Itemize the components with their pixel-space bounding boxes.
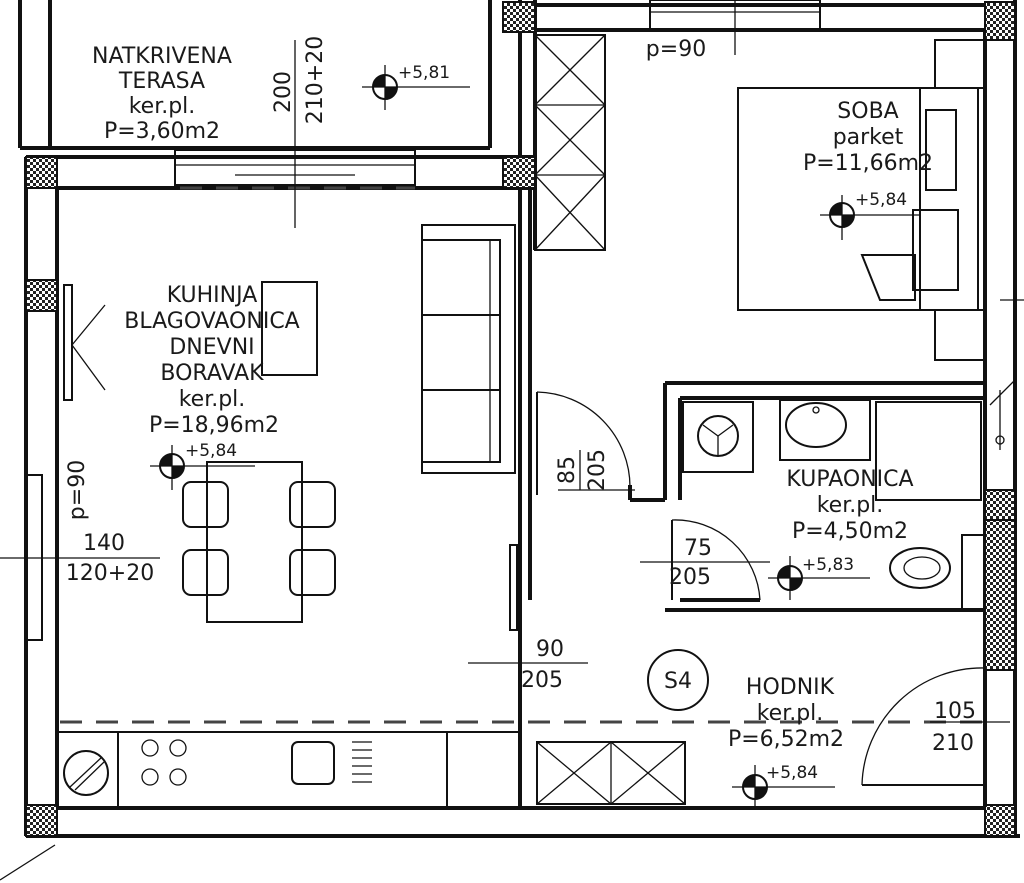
door-soba-height: 205 xyxy=(585,449,610,491)
hodnik-name: HODNIK xyxy=(746,675,835,700)
door-bath xyxy=(671,519,761,601)
level-markers xyxy=(150,65,920,808)
terasa-name-1: NATKRIVENA xyxy=(92,44,232,69)
terasa-area: P=3,60m2 xyxy=(104,119,220,144)
left-small-window xyxy=(63,284,106,401)
hodnik-area: P=6,52m2 xyxy=(728,727,844,752)
dining-table xyxy=(182,461,336,623)
hall-wardrobe xyxy=(536,741,686,805)
kupaonica-area: P=4,50m2 xyxy=(792,519,908,544)
kuhinja-name-3: DNEVNI xyxy=(169,335,254,360)
unit-tag-circle xyxy=(647,649,709,711)
entry-door xyxy=(861,667,1010,786)
soba-floor: parket xyxy=(833,125,904,150)
terrace-door-window xyxy=(174,40,416,228)
kupaonica-level: +5,83 xyxy=(802,555,854,575)
kuhinja-name-4: BORAVAK xyxy=(160,361,264,386)
terasa-name-2: TERASA xyxy=(118,69,205,94)
door-bath-height: 205 xyxy=(669,565,711,590)
kuhinja-floor: ker.pl. xyxy=(179,387,246,412)
left-window xyxy=(0,474,160,641)
kuhinja-level: +5,84 xyxy=(185,441,237,461)
hodnik-floor: ker.pl. xyxy=(757,701,824,726)
left-window-height: 120+20 xyxy=(66,561,154,586)
door-soba xyxy=(536,391,631,495)
door-hall xyxy=(509,544,518,631)
kuhinja-area: P=18,96m2 xyxy=(149,413,279,438)
terasa-level: +5,81 xyxy=(398,63,450,83)
terasa-floor: ker.pl. xyxy=(129,94,196,119)
hodnik-level: +5,84 xyxy=(766,763,818,783)
wardrobe-tall xyxy=(534,34,606,251)
dimension-lines xyxy=(468,450,770,664)
top-window-label: p=90 xyxy=(646,37,706,62)
door-hall-width: 90 xyxy=(536,637,564,662)
kuhinja-name-1: KUHINJA xyxy=(167,283,258,308)
soba-name: SOBA xyxy=(837,99,898,124)
unit-tag: S4 xyxy=(664,669,692,694)
left-window-p: p=90 xyxy=(65,460,90,520)
door-hall-height: 205 xyxy=(521,668,563,693)
left-window-width: 140 xyxy=(83,531,125,556)
bed xyxy=(737,39,986,361)
entry-door-height: 210 xyxy=(932,731,974,756)
terrace-door-height-2: 210+20 xyxy=(303,36,328,124)
terrace-door-height-1: 200 xyxy=(271,71,296,113)
right-edge-items xyxy=(0,299,1024,881)
kupaonica-name: KUPAONICA xyxy=(786,467,913,492)
door-bath-width: 75 xyxy=(684,536,712,561)
bathroom-walls xyxy=(628,381,986,612)
door-soba-width: 85 xyxy=(555,456,580,484)
kupaonica-floor: ker.pl. xyxy=(817,493,884,518)
sofa xyxy=(421,224,516,474)
cabinet xyxy=(261,281,318,376)
top-window xyxy=(649,0,821,55)
soba-level: +5,84 xyxy=(855,190,907,210)
kuhinja-name-2: BLAGOVAONICA xyxy=(124,309,299,334)
soba-area: P=11,66m2 xyxy=(803,151,933,176)
entry-door-width: 105 xyxy=(934,699,976,724)
kitchen-counter xyxy=(56,720,985,809)
